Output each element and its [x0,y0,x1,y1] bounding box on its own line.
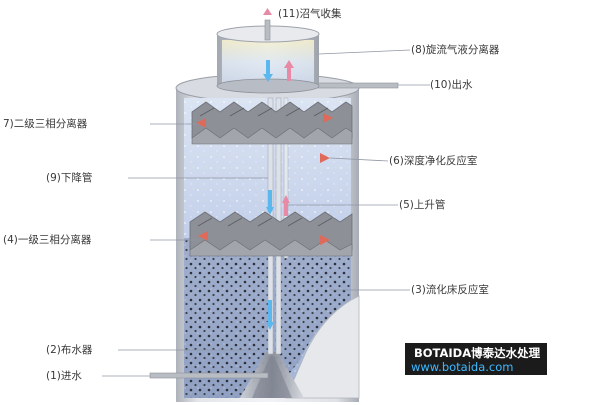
leader-cyclone [318,49,411,55]
downcomer-down-arrow [266,207,274,215]
watermark-brand: BOTAIDA博泰达水处理 [414,346,541,360]
label-riser: (5)上升管 [399,199,446,211]
label-biogas-collection: (11)沼气收集 [278,8,342,20]
cyclone-up-arrow [284,60,294,68]
side-arrow-right-lower [320,235,330,245]
label-secondary-separator: 7)二级三相分离器 [3,118,88,130]
inlet-pipe [149,372,269,379]
label-fluidized-bed: (3)流化床反应室 [411,284,489,296]
secondary-separator [191,101,353,145]
label-downcomer: (9)下降管 [46,172,93,184]
biogas-up-arrow [263,8,272,15]
biogas-pipe [264,19,271,41]
primary-separator [189,211,353,257]
label-water-inlet: (1)进水 [46,370,82,382]
label-water-outlet: (10)出水 [430,79,473,91]
water-distributor [240,352,304,398]
side-arrow-left-upper [196,118,206,128]
watermark-box [405,343,547,375]
cyclone-down-arrow [263,74,273,82]
cutaway-wall [285,295,360,399]
label-deep-purification: (6)深度净化反应室 [389,155,478,167]
leader-deep [329,157,389,162]
lower-down-arrow [266,322,274,330]
watermark-url: www.botaida.com [411,360,514,374]
flow-arrows [196,8,333,330]
label-cyclone-separator: (8)旋流气液分离器 [411,44,500,56]
side-arrow-right-mid [320,153,330,163]
label-primary-separator: (4)一级三相分离器 [3,234,92,246]
outlet-pipe [315,82,399,89]
sludge-bed [184,238,351,398]
leader-lines [102,49,430,377]
label-water-distributor: (2)布水器 [46,344,93,356]
side-arrow-right-upper [323,113,333,123]
side-arrow-left-mid [198,231,208,241]
riser-up-arrow [282,195,290,203]
